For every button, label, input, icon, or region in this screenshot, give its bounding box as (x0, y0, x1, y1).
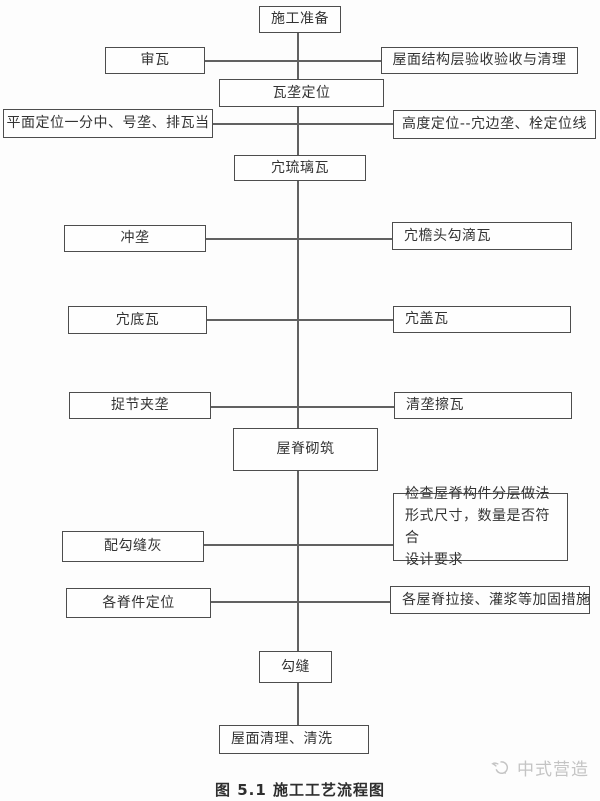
flow-node-review-tiles: 审瓦 (105, 47, 205, 74)
connector-horizontal (204, 544, 393, 546)
flow-node-line: 设计要求 (405, 552, 463, 568)
watermark: 中式营造 (490, 755, 589, 780)
connector-vertical (297, 107, 299, 155)
watermark-text: 中式营造 (517, 760, 589, 780)
flow-node-lay-eaves-drip-tiles: 宂檐头勾滴瓦 (392, 222, 572, 250)
flow-node-line: 检查屋脊构件分层做法 (405, 486, 550, 502)
flow-node-prepare: 施工准备 (259, 6, 341, 33)
connector-horizontal (213, 123, 393, 125)
connector-horizontal (211, 406, 394, 408)
figure-caption: 图 5.1 施工工艺流程图 (214, 781, 386, 799)
flow-node-roof-layer-acceptance: 屋面结构层验收验收与清理 (381, 47, 578, 74)
connector-vertical (297, 471, 299, 651)
flow-node-clean-ridge-wipe-tiles: 清垄擦瓦 (394, 392, 572, 419)
flow-node-ridge-pieces-positioning: 各脊件定位 (66, 588, 211, 618)
flow-node-zhuojie-jialong: 捉节夹垄 (69, 392, 211, 419)
flow-node-check-ridge-components: 检查屋脊构件分层做法形式尺寸，数量是否符合设计要求 (393, 486, 568, 568)
flow-node-chong-long: 冲垄 (64, 225, 206, 252)
flow-node-tile-ridge-positioning: 瓦垄定位 (219, 79, 384, 107)
flow-node-roof-cleaning: 屋面清理、清洗 (219, 725, 369, 754)
flow-node-lay-cover-tiles: 宂盖瓦 (393, 306, 571, 333)
flow-node-plane-positioning: 平面定位一分中、号垄、排瓦当 (3, 109, 213, 138)
connector-horizontal (207, 319, 393, 321)
connector-horizontal (206, 238, 392, 240)
flow-node-line: 形式尺寸，数量是否符合 (405, 508, 550, 546)
connector-horizontal (211, 601, 390, 603)
connector-vertical (297, 181, 299, 428)
flow-node-lay-bottom-tiles: 宂底瓦 (68, 306, 207, 334)
flow-node-prepare-jointing-mortar: 配勾缝灰 (62, 531, 204, 562)
flow-node-height-positioning: 高度定位--宂边垄、栓定位线 (393, 110, 596, 139)
flow-node-ridge-reinforcement: 各屋脊拉接、灌浆等加固措施 (390, 586, 590, 614)
flow-node-lay-glazed-tiles: 宂琉璃瓦 (234, 155, 366, 181)
connector-vertical (297, 33, 299, 79)
flow-node-jointing: 勾缝 (259, 651, 332, 683)
connector-vertical (297, 683, 299, 725)
connector-horizontal (205, 60, 381, 62)
compass-sketch-icon (490, 757, 512, 779)
flow-node-ridge-masonry: 屋脊砌筑 (233, 428, 378, 471)
